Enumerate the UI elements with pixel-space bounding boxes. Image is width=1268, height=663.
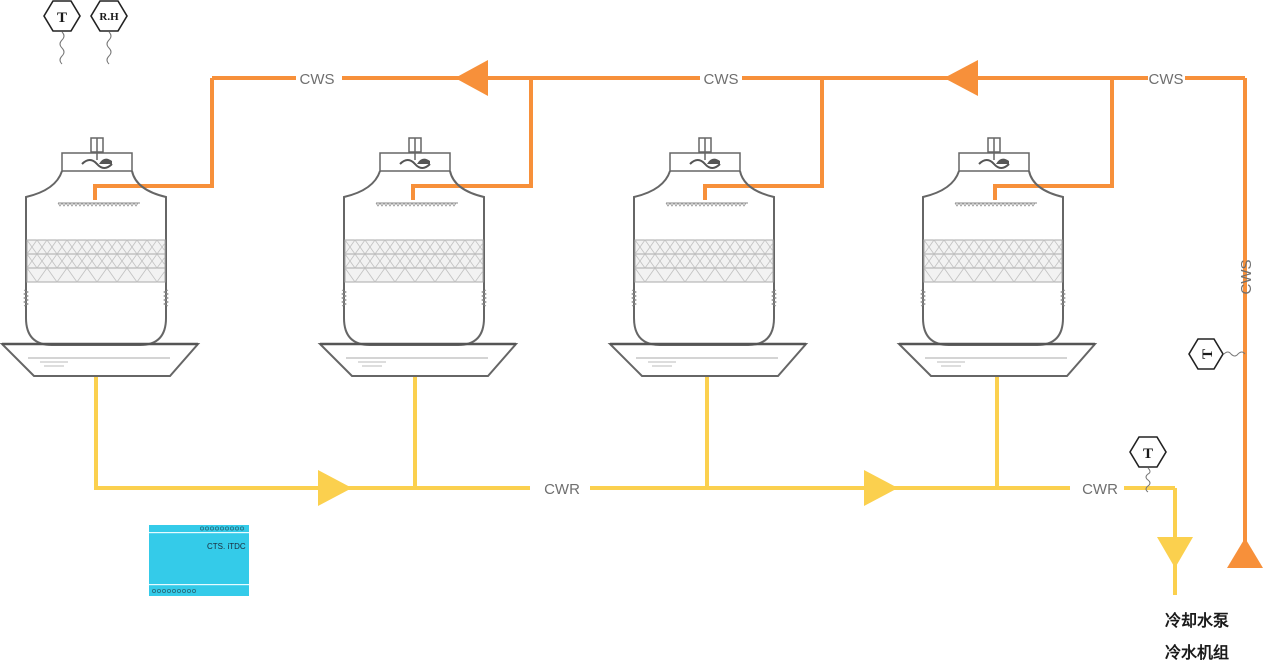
cooling-tower-1: [0, 136, 200, 378]
cwr-flow-arrow-1: [318, 470, 352, 506]
temperature-sensor-ambient: T: [43, 0, 81, 65]
cws-label-2: CWS: [704, 71, 739, 88]
cwr-return-piping: [94, 376, 1177, 595]
cws-flow-arrow-2: [944, 60, 978, 96]
cwr-flow-arrows: [318, 470, 1193, 568]
cws-label-riser: CWS: [1238, 260, 1255, 295]
sensor-label: R.H: [99, 11, 119, 23]
sensor-label: T: [1143, 446, 1153, 462]
temperature-sensor-supply: T: [1188, 338, 1246, 370]
cws-supply-piping: [93, 76, 1247, 568]
cooling-tower-2: [318, 136, 518, 378]
controller-cts-itdc[interactable]: CTS. iTDC: [149, 525, 249, 596]
humidity-sensor-ambient: R.H: [90, 0, 128, 65]
sensor-label: T: [57, 10, 67, 26]
cwr-flow-arrow-2: [864, 470, 898, 506]
cws-label-1: CWS: [300, 71, 335, 88]
destination-cooling-water-pump: 冷却水泵: [1165, 611, 1230, 630]
temperature-sensor-return: T: [1129, 436, 1167, 493]
cooling-tower-3: [608, 136, 808, 378]
cws-riser-arrow: [1227, 538, 1263, 568]
cws-flow-arrows: [455, 60, 1263, 568]
cwr-label-2: CWR: [1082, 481, 1118, 498]
sensor-label: T: [1200, 349, 1216, 359]
cws-flow-arrow-1: [455, 60, 488, 96]
cws-label-3: CWS: [1149, 71, 1184, 88]
cwr-drop-arrow: [1157, 537, 1193, 568]
cooling-tower-4: [897, 136, 1097, 378]
controller-label: CTS. iTDC: [207, 542, 246, 551]
cwr-label-1: CWR: [544, 481, 580, 498]
destination-chiller-unit: 冷水机组: [1165, 643, 1230, 662]
